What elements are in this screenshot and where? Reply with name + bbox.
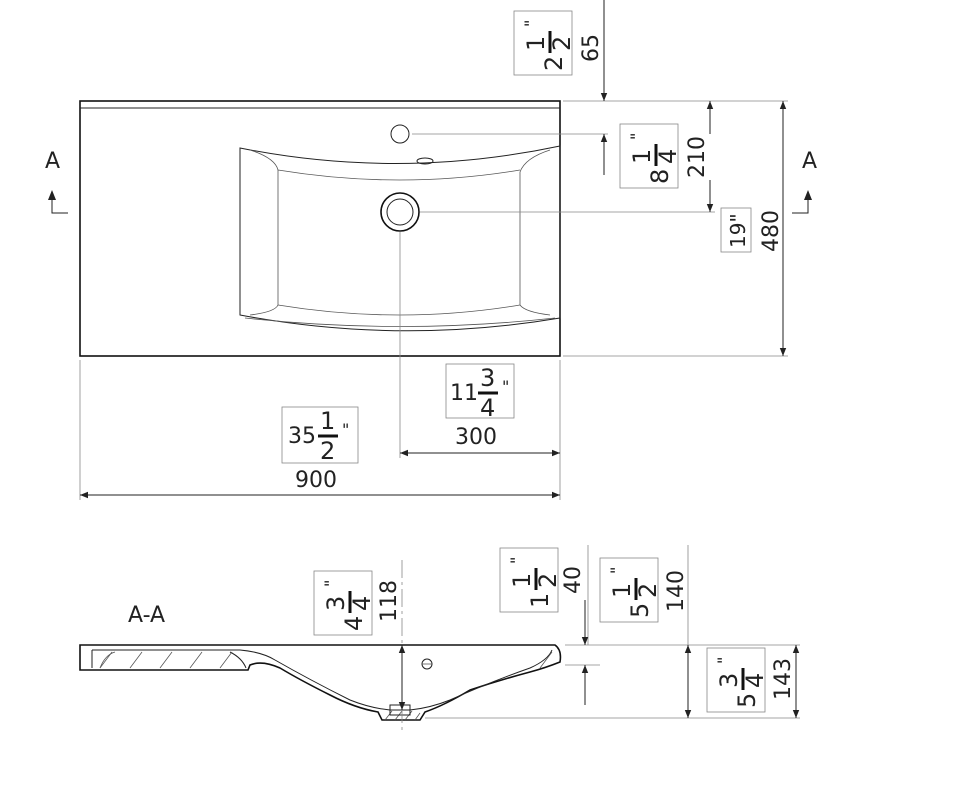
section-title: A-A [128,603,165,628]
dim-900-inch: 35 1 2 " [281,406,359,465]
dim-900-mm: 900 [295,468,337,493]
dim-480-inch: 19" [720,207,752,253]
top-dimensions [79,0,788,500]
svg-text:1: 1 [320,407,335,435]
drain-inner [386,198,414,226]
svg-text:1: 1 [608,583,636,598]
svg-text:": " [321,580,340,587]
svg-text:5: 5 [733,693,761,708]
basin-outline [79,100,561,357]
svg-text:2: 2 [634,583,662,598]
svg-text:4: 4 [480,394,495,422]
svg-text:4: 4 [340,616,368,631]
svg-text:": " [521,20,540,27]
svg-text:35: 35 [288,424,316,449]
dim-65-mm: 65 [579,34,604,62]
section-marker-left: A [45,149,68,214]
dim-65-inch: 2 1 2 " [513,10,576,76]
svg-text:3: 3 [715,673,743,688]
svg-text:1: 1 [508,573,536,588]
svg-text:3: 3 [480,364,495,392]
dim-300-mm: 300 [455,425,497,450]
svg-text:8: 8 [646,169,674,184]
svg-text:4: 4 [741,673,769,688]
tap-hole [390,124,410,144]
section-marker-right: A [792,149,817,214]
section-dimensions [398,545,800,730]
dim-300-inch: 11 3 4 " [445,363,515,422]
drain-outer [380,192,420,232]
svg-text:2: 2 [320,437,335,465]
svg-text:1: 1 [628,149,656,164]
bowl-outline [239,145,561,332]
svg-text:2: 2 [534,573,562,588]
dim-143-inch: 5 3 4 " [706,647,769,713]
section-label-right: A [802,149,817,174]
dim-118-inch: 4 3 4 " [313,570,376,636]
svg-text:1: 1 [522,36,550,51]
section-label-left: A [45,149,60,174]
svg-text:": " [627,133,646,140]
svg-text:1: 1 [526,593,554,608]
svg-text:5: 5 [626,603,654,618]
overflow-slot [416,157,434,165]
svg-text:4: 4 [348,596,376,611]
dim-40-mm: 40 [561,566,586,594]
svg-text:2: 2 [540,56,568,71]
svg-text:": " [502,377,509,396]
dim-143-mm: 143 [771,658,796,700]
svg-text:2: 2 [548,36,576,51]
dim-210-mm: 210 [685,136,710,178]
svg-text:": " [607,567,626,574]
dim-118-mm: 118 [377,580,402,622]
dim-40-inch: 1 1 2 " [499,547,562,613]
dim-140-mm: 140 [664,570,689,612]
svg-text:11: 11 [450,381,478,406]
svg-text:": " [714,657,733,664]
dim-140-inch: 5 1 2 " [599,557,662,623]
section-outer-profile [79,644,562,721]
dim-210-inch: 8 1 4 " [619,123,682,189]
svg-text:": " [342,420,349,439]
svg-text:": " [507,557,526,564]
dim-480-mm: 480 [759,210,784,252]
basin-top-view [79,100,561,357]
svg-text:3: 3 [322,596,350,611]
basin-section-view [79,644,562,721]
svg-text:19": 19" [726,213,750,248]
svg-text:4: 4 [654,149,682,164]
